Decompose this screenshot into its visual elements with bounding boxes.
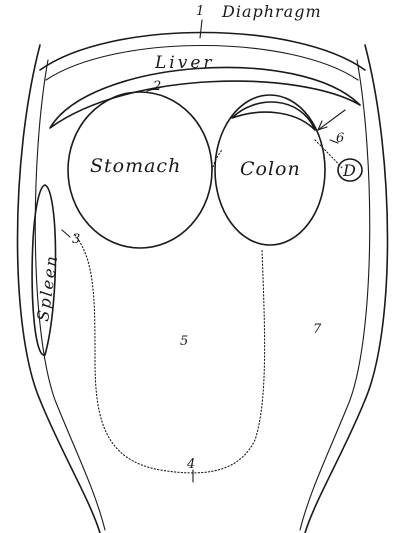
lesser-sac-boundary bbox=[75, 235, 265, 473]
peritoneal-lining-right bbox=[300, 60, 370, 530]
liver-outline bbox=[50, 67, 360, 128]
label-diaphragm: Diaphragm bbox=[221, 2, 322, 21]
label-colon: Colon bbox=[240, 158, 301, 180]
label-stomach: Stomach bbox=[90, 155, 181, 177]
number-7: 7 bbox=[313, 322, 322, 337]
label-spleen: Spleen bbox=[33, 253, 61, 323]
label-liver: Liver bbox=[154, 53, 215, 73]
body-wall-outline-right bbox=[305, 45, 388, 533]
colon-crescent bbox=[232, 102, 315, 130]
number-2: 2 bbox=[152, 79, 161, 94]
number-4: 4 bbox=[186, 457, 195, 472]
label-duodenum: D bbox=[342, 161, 356, 180]
pointer-arrow bbox=[318, 110, 345, 130]
body-wall-outline bbox=[18, 45, 101, 533]
leader-3 bbox=[62, 230, 70, 237]
number-1: 1 bbox=[196, 4, 204, 19]
leader-1 bbox=[200, 20, 202, 38]
number-3: 3 bbox=[72, 232, 80, 247]
number-6: 6 bbox=[336, 131, 344, 146]
number-5: 5 bbox=[180, 334, 188, 349]
